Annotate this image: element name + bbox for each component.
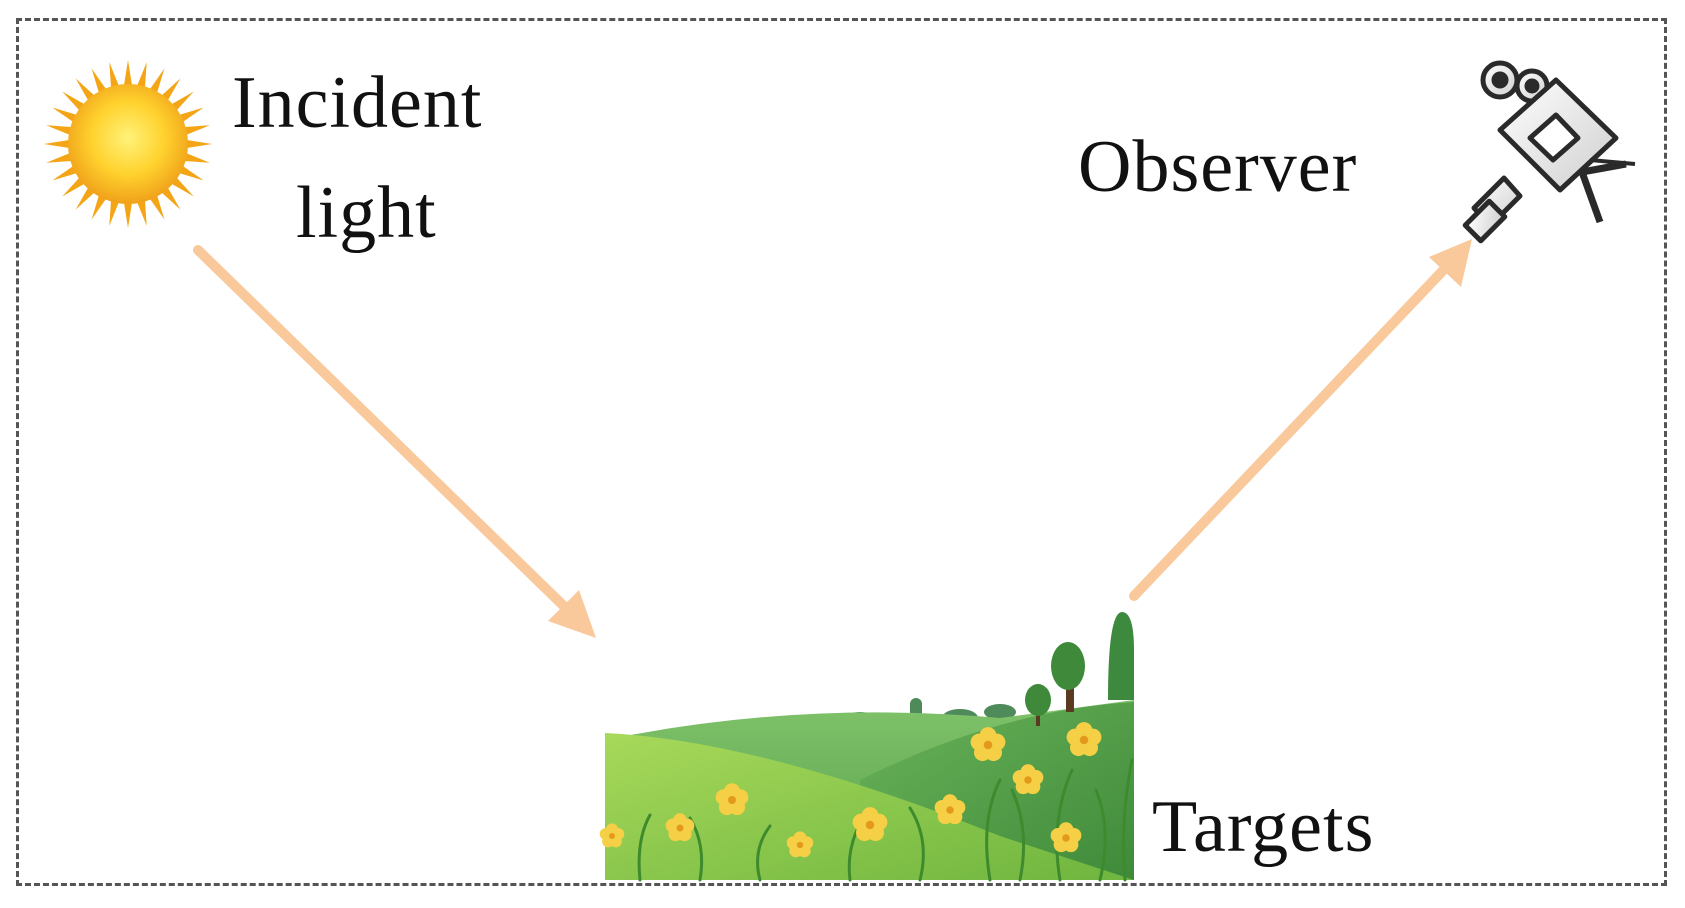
meadow-landscape-icon	[599, 610, 1134, 882]
movie-camera-icon	[1462, 60, 1636, 244]
incident-light-label-line1: Incident	[232, 62, 483, 144]
targets-label: Targets	[1152, 786, 1375, 868]
sun-icon	[44, 60, 212, 228]
reflected-light-arrow	[1129, 239, 1472, 601]
incident-light-label-line2: light	[296, 172, 437, 254]
incident-light-arrow	[193, 245, 596, 638]
dashed-frame	[16, 18, 1667, 886]
observer-label: Observer	[1078, 126, 1358, 208]
